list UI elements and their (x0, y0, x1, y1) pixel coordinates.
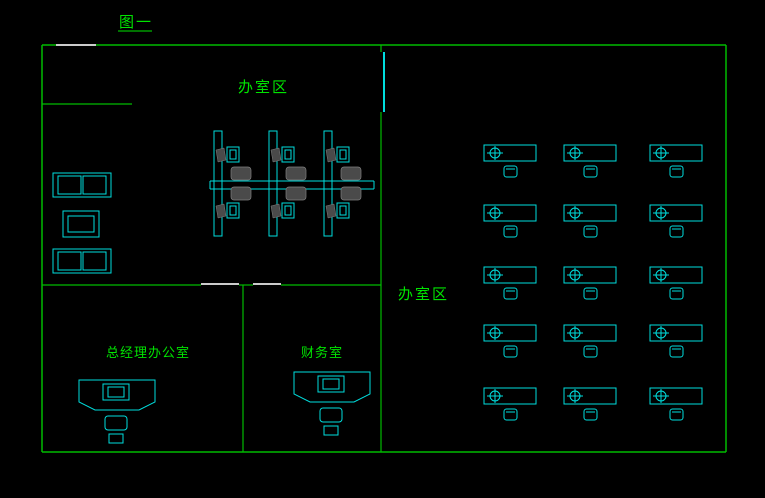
finance-room-label: 财务室 (301, 345, 343, 361)
desk-unit (563, 324, 617, 358)
desk-unit (563, 387, 617, 421)
sofa (52, 248, 112, 274)
desk-unit (563, 204, 617, 238)
desk-unit (483, 266, 537, 300)
finance-desk (293, 371, 371, 436)
finance-room: 财务室 (293, 345, 371, 436)
workstation-pair (213, 130, 252, 237)
office-area-right: 办室区 (398, 144, 703, 421)
desk-unit (649, 324, 703, 358)
office-area-top: 办室区 (52, 78, 375, 274)
sofa-set (52, 172, 112, 274)
workstation-pair (268, 130, 307, 237)
desk-unit (649, 387, 703, 421)
desk-unit (483, 387, 537, 421)
manager-office: 总经理办公室 (78, 345, 190, 444)
figure-title-text: 图一 (119, 13, 153, 31)
workstation-cluster (209, 130, 375, 237)
manager-office-label: 总经理办公室 (106, 345, 190, 361)
walls (41, 44, 727, 453)
desk-unit (563, 144, 617, 178)
sofa (52, 172, 112, 198)
desk-unit (483, 324, 537, 358)
desk-unit (483, 204, 537, 238)
office-area-top-label: 办室区 (238, 78, 289, 96)
figure-title: 图一 (118, 13, 153, 32)
doors (56, 44, 385, 285)
coffee-table (62, 210, 100, 238)
desk-unit (649, 204, 703, 238)
desk-grid (483, 144, 703, 421)
desk-unit (649, 144, 703, 178)
office-area-right-label: 办室区 (398, 285, 449, 303)
desk-unit (483, 144, 537, 178)
workstation-pair (323, 130, 362, 237)
manager-desk (78, 379, 156, 444)
desk-unit (563, 266, 617, 300)
desk-unit (649, 266, 703, 300)
